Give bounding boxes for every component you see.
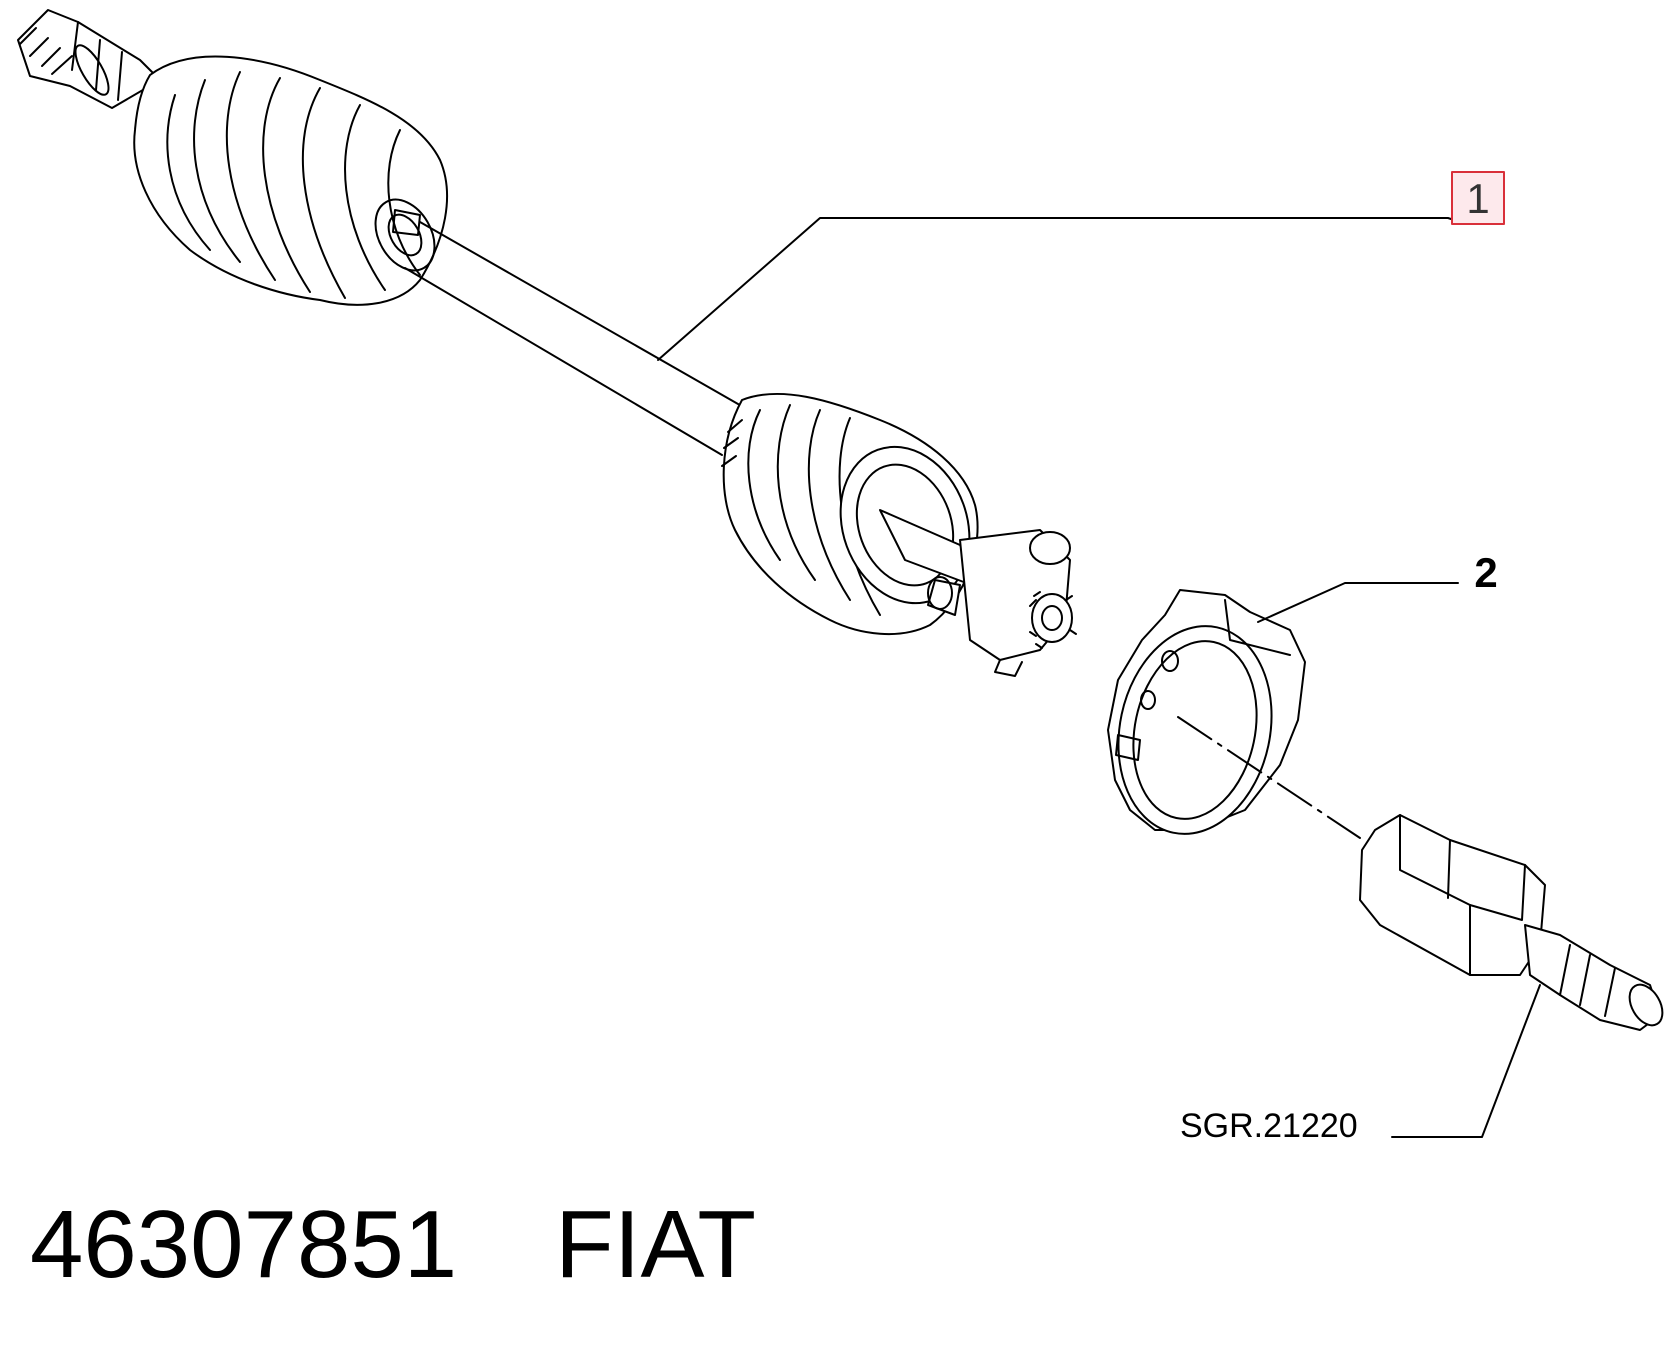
outer-stub-shaft — [17, 9, 161, 109]
leader-line-2 — [1257, 582, 1459, 623]
main-shaft — [404, 221, 746, 456]
caption: 46307851 FIAT — [30, 1190, 756, 1300]
callout-1: 1 — [1466, 175, 1489, 222]
reference-label: SGR.21220 — [1180, 1107, 1358, 1145]
outer-cv-boot — [133, 55, 449, 306]
brand: FIAT — [555, 1191, 756, 1298]
boot-clamp — [1107, 589, 1306, 835]
leader-line-ref — [1391, 984, 1541, 1138]
callout-1-highlight — [1451, 171, 1505, 225]
axis-line — [1177, 716, 1361, 839]
part-number: 46307851 — [30, 1191, 458, 1298]
leader-line-1 — [657, 217, 1461, 361]
tripod-joint — [879, 509, 1077, 677]
callout-2: 2 — [1474, 549, 1497, 596]
inner-housing — [1359, 814, 1664, 1031]
